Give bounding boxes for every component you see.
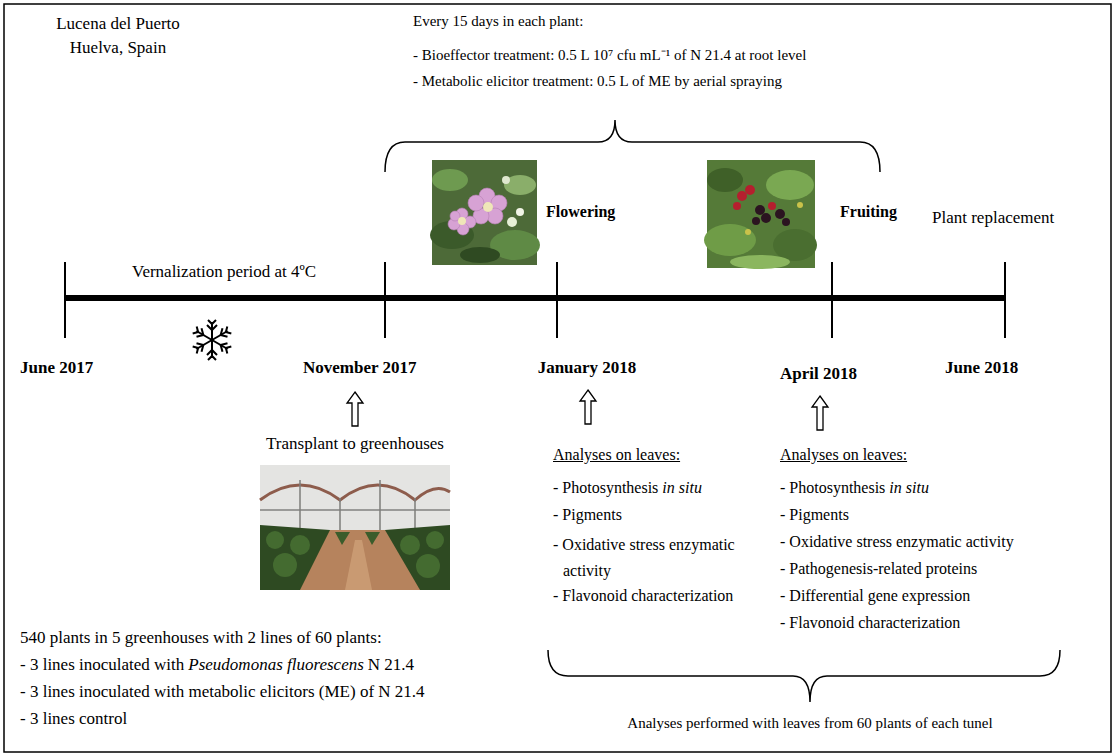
- analyses-brace: [548, 650, 1060, 702]
- label-text: - 3 lines inoculated with metabolic elic…: [20, 682, 425, 702]
- greenhouse-photo: [260, 465, 450, 590]
- label-text: Transplant to greenhouses: [266, 434, 444, 454]
- fruiting-photo: [704, 160, 817, 269]
- label-text: Plant replacement: [932, 208, 1054, 228]
- label-text: Flowering: [546, 202, 615, 221]
- label-text: Analyses on leaves:: [780, 445, 907, 464]
- timeline-ticks: [65, 262, 1005, 338]
- up-arrows: [347, 390, 828, 430]
- label-text: - 3 lines inoculated with: [20, 655, 184, 675]
- label-text: - Oxidative stress enzymatic activity: [553, 532, 765, 584]
- label-text: Huelva, Spain: [70, 38, 166, 58]
- label-text: - Pathogenesis-related proteins: [780, 559, 977, 578]
- label-text: - Flavonoid characterization: [780, 613, 960, 632]
- label-text: 540 plants in 5 greenhouses with 2 lines…: [20, 628, 382, 648]
- label-text: Analyses performed with leaves from 60 p…: [627, 714, 992, 732]
- label-text: - Oxidative stress enzymatic activity: [780, 532, 1014, 551]
- flowering-photo: [430, 160, 540, 265]
- label-text: - Pigments: [553, 505, 622, 524]
- label-text: N 21.4: [368, 655, 414, 675]
- label-text: - Differential gene expression: [780, 586, 970, 605]
- label-text: June 2018: [945, 358, 1018, 378]
- label-text: January 2018: [538, 358, 637, 378]
- label-text: Fruiting: [840, 202, 897, 221]
- label-text: Lucena del Puerto: [56, 14, 180, 34]
- label-text: Every 15 days in each plant:: [413, 12, 583, 30]
- snowflake-symbol: [192, 320, 232, 360]
- label-text: in situ: [889, 478, 929, 497]
- timeline-bar: [65, 295, 1005, 301]
- label-text: - 3 lines control: [20, 709, 127, 729]
- label-text: - Photosynthesis: [780, 478, 885, 497]
- label-text: - Pigments: [780, 505, 849, 524]
- label-text: Vernalization period at 4ºC: [132, 262, 316, 282]
- label-text: November 2017: [303, 358, 416, 378]
- label-text: - Metabolic elicitor treatment: 0.5 L of…: [413, 72, 782, 90]
- frame-border: [4, 4, 1111, 752]
- label-text: Analyses on leaves:: [553, 445, 680, 464]
- label-text: - Bioeffector treatment: 0.5 L 10⁷ cfu m…: [413, 46, 806, 64]
- label-text: - Photosynthesis: [553, 478, 658, 497]
- label-text: - Flavonoid characterization: [553, 586, 733, 605]
- label-text: April 2018: [780, 364, 857, 384]
- label-text: Pseudomonas fluorescens: [188, 655, 364, 675]
- label-text: in situ: [662, 478, 702, 497]
- label-text: June 2017: [20, 358, 93, 378]
